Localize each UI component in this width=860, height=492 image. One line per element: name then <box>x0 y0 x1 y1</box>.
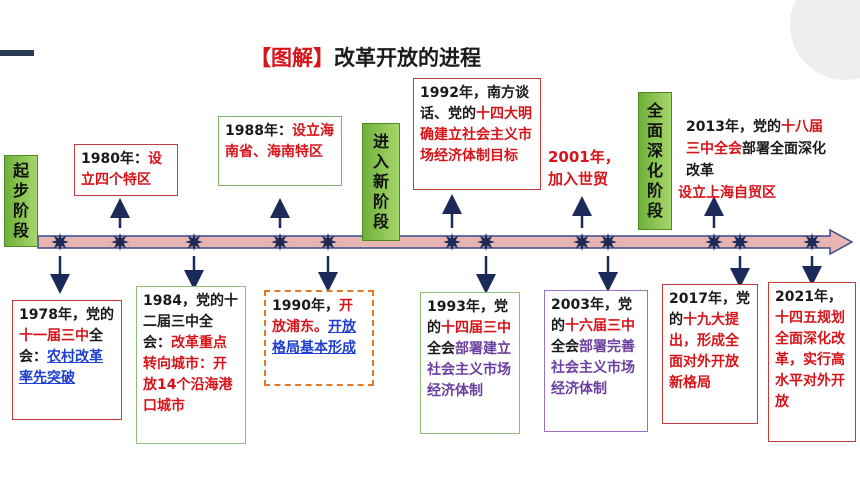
stage-qibu-label: 起步阶段 <box>12 161 29 240</box>
star-marker-icon <box>705 233 723 251</box>
title-bracket: 【图解】 <box>250 46 334 70</box>
star-marker-icon <box>271 233 289 251</box>
stage-xinjieduan: 进入新阶段 <box>362 123 400 241</box>
stage-quanmian: 全面深化阶段 <box>638 92 672 230</box>
event-1984: 1984，党的十二届三中全会：改革重点转向城市：开放14个沿海港口城市 <box>136 286 246 444</box>
event-1980: 1980年：设立四个特区 <box>74 144 178 196</box>
timeline-arrows <box>50 194 822 294</box>
event-1993: 1993年，党的十四届三中全会部署建立社会主义市场经济体制 <box>420 292 520 434</box>
stage-quanmian-label: 全面深化阶段 <box>646 101 663 220</box>
event-2003: 2003年，党的十六届三中全会部署完善社会主义市场经济体制 <box>544 290 648 432</box>
event-2013: 2013年，党的十八届三中全会部署全面深化改革设立上海自贸区 <box>678 119 826 201</box>
star-marker-icon <box>477 233 495 251</box>
star-marker-icon <box>443 233 461 251</box>
page-title: 【图解】改革开放的进程 <box>250 42 481 72</box>
star-marker-icon <box>51 233 69 251</box>
event-1990: 1990年，开放浦东。开放格局基本形成 <box>264 290 374 386</box>
event-1988: 1988年：设立海南省、海南特区 <box>218 116 342 186</box>
event-1978: 1978年，党的十一届三中全会：农村改革率先突破 <box>12 300 122 420</box>
star-marker-icon <box>185 233 203 251</box>
event-2021: 2021年，十四五规划全面深化改革，实行高水平对外开放 <box>768 282 856 442</box>
star-marker-icon <box>731 233 749 251</box>
star-marker-icon <box>599 233 617 251</box>
event-2017: 2017年，党的十九大提出，形成全面对外开放新格局 <box>662 284 758 424</box>
timeline-stars <box>51 233 821 251</box>
star-marker-icon <box>803 233 821 251</box>
title-main: 改革开放的进程 <box>334 46 481 70</box>
title-accent-bar <box>0 50 34 56</box>
stage-qibu: 起步阶段 <box>4 155 38 247</box>
star-marker-icon <box>319 233 337 251</box>
event-2001: 2001年，加入世贸 <box>548 148 620 188</box>
event-1992: 1992年，南方谈话、党的十四大明确建立社会主义市场经济体制目标 <box>413 78 541 190</box>
stage-xinjieduan-label: 进入新阶段 <box>372 132 389 231</box>
star-marker-icon <box>573 233 591 251</box>
star-marker-icon <box>111 233 129 251</box>
